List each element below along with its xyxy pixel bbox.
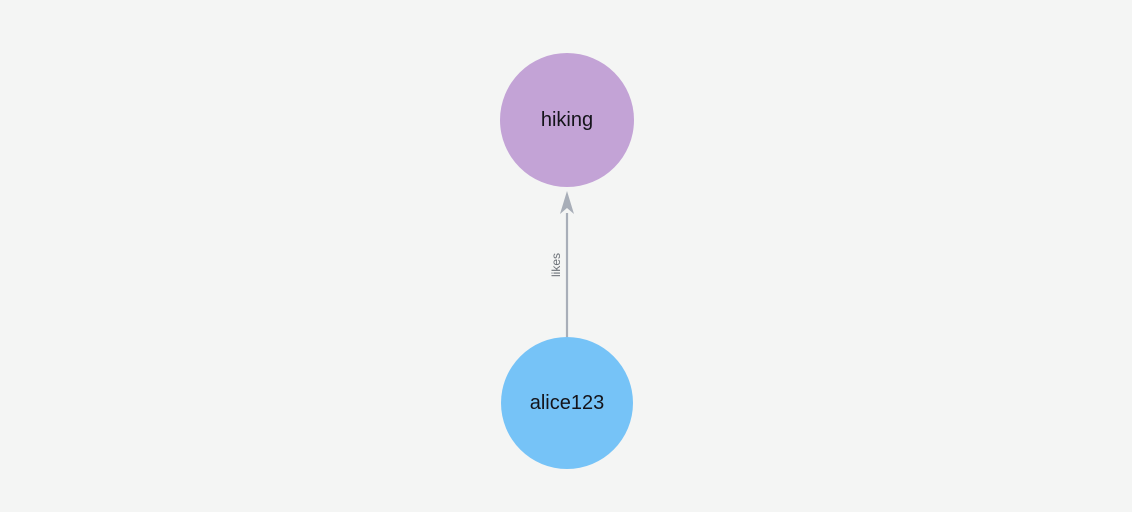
edge-alice123-likes-hiking[interactable]: likes — [549, 191, 574, 337]
node-hiking[interactable]: hiking — [500, 53, 634, 187]
node-hiking-circle[interactable] — [500, 53, 634, 187]
node-alice123[interactable]: alice123 — [501, 337, 633, 469]
arrowhead-icon — [560, 191, 574, 214]
edge-label-likes: likes — [549, 253, 563, 277]
node-alice123-circle[interactable] — [501, 337, 633, 469]
